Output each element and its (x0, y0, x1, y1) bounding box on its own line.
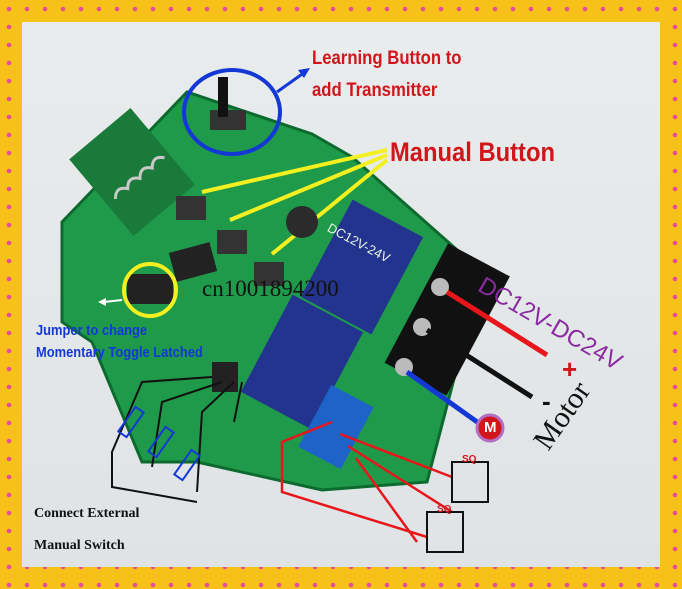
manual-button-2 (217, 230, 247, 254)
antenna-coil (113, 155, 165, 199)
limit-switch-1 (451, 461, 489, 503)
positive-sign: + (562, 354, 578, 384)
negative-wire (425, 327, 534, 400)
external-switch-3 (172, 448, 202, 482)
limit-wire-1 (280, 420, 428, 539)
manual-button-label: Manual Button (390, 137, 555, 167)
manual-pointer-3 (270, 158, 389, 256)
external-switch-label-line2: Manual Switch (34, 538, 125, 553)
learning-button-stem (218, 77, 228, 117)
terminal-screw-1 (431, 278, 449, 296)
negative-sign: - (542, 386, 551, 416)
manual-pointer-2 (229, 153, 388, 222)
jumper-label-line1: Jumper to change (36, 322, 148, 339)
manual-button-1 (176, 196, 206, 220)
external-switch-wiring (111, 376, 243, 503)
power-terminal-block (384, 243, 510, 396)
motor-symbol (475, 413, 505, 443)
external-switch-2 (146, 425, 176, 459)
external-switch-1 (116, 405, 146, 439)
limit-switch-1-label: SQ (462, 454, 477, 465)
jumper-arrow (103, 299, 123, 303)
external-switch-header (212, 362, 238, 392)
limit-wire-2 (339, 432, 453, 479)
jumper-highlight-circle (122, 262, 178, 318)
relay-1 (300, 199, 424, 335)
motor-wire-blue (405, 369, 482, 427)
jumper-label-line2: Momentary Toggle Latched (36, 344, 203, 361)
manual-button-3 (254, 262, 284, 286)
limit-wire-3 (347, 444, 453, 514)
capacitor (286, 206, 318, 238)
relay-2 (240, 294, 364, 430)
limit-switch-2-label: SQ (437, 504, 452, 515)
ic-chip (168, 242, 218, 282)
jumper-arrow-head (98, 298, 106, 306)
positive-wire (445, 289, 549, 358)
learning-highlight-circle (182, 68, 282, 156)
limit-wire-4 (354, 457, 419, 543)
external-switch-label-line1: Connect External (34, 506, 140, 521)
motor-symbol-letter: M (484, 419, 497, 436)
jumper-header (127, 274, 173, 304)
product-photo: Learning Button to add Transmitter Manua… (22, 22, 660, 567)
manual-pointer-1 (201, 148, 388, 194)
learning-arrow-head (298, 68, 310, 78)
limit-switch-terminal (298, 384, 374, 470)
learning-button-label-line2: add Transmitter (312, 80, 438, 101)
limit-switch-2 (426, 511, 464, 553)
rf-module (69, 107, 195, 237)
watermark-text: cn1001894200 (202, 276, 339, 301)
learning-arrow (276, 70, 306, 94)
board-illustration (60, 68, 549, 553)
learning-button-label-line1: Learning Button to (312, 48, 462, 69)
